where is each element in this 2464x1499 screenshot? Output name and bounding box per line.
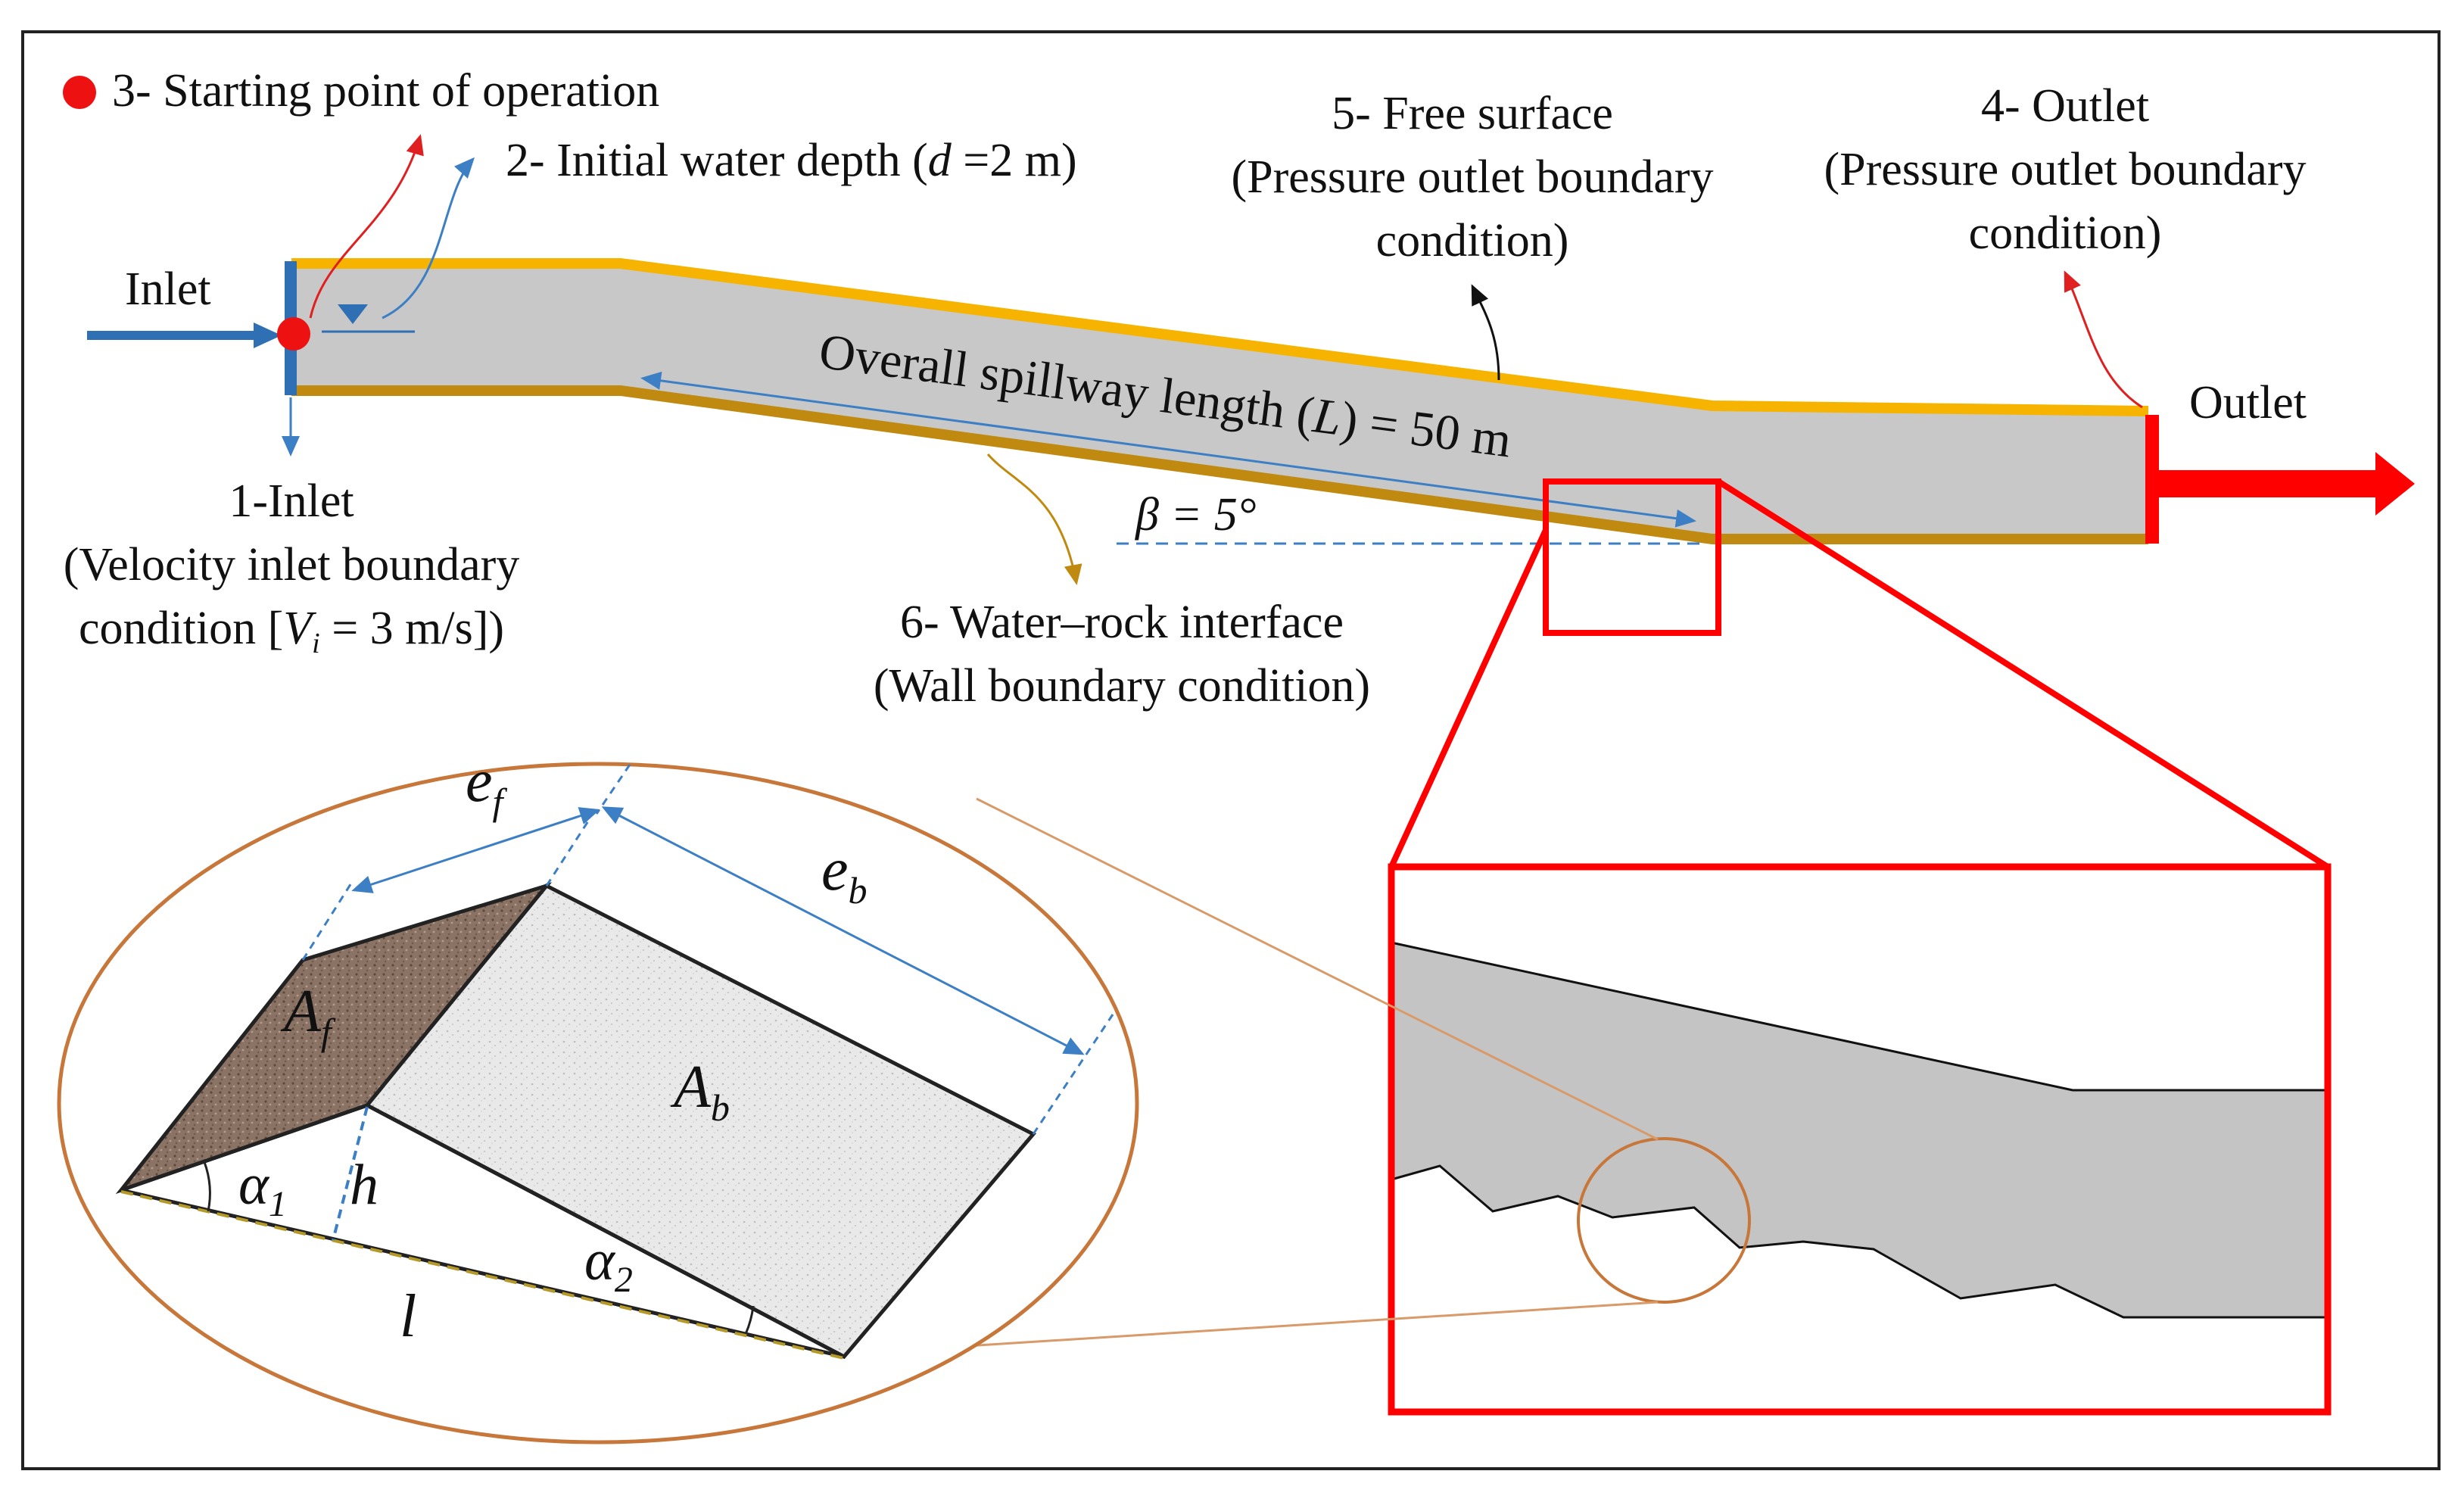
zoomed-roughness-circle [1577, 1137, 1751, 1304]
outlet-title: 4- Outlet [1981, 80, 2149, 132]
free-surface-line2: condition) [1376, 215, 1569, 266]
inlet-left-label: Inlet [125, 263, 211, 315]
free-surface-line1: (Pressure outlet boundary [1231, 151, 1713, 203]
base-line [120, 1190, 845, 1360]
starting-point-label: 3- Starting point of operation [112, 65, 659, 117]
initial-depth-label: 2- Initial water depth (d =2 m) [506, 135, 1077, 186]
inlet-title: 1-Inlet [229, 475, 354, 527]
alpha2-label: α2 [584, 1229, 633, 1300]
alpha2-arc [744, 1305, 755, 1335]
free-surface-line [291, 258, 2149, 416]
roughness-element [115, 764, 1114, 1360]
figure-border [21, 30, 2441, 1470]
alpha1-label: α1 [238, 1153, 287, 1224]
alpha1-arc [203, 1161, 211, 1212]
ef-label: ef [466, 748, 508, 823]
height-line [332, 1106, 369, 1241]
length-dimension-arrow [640, 371, 1696, 528]
eb-label: eb [821, 837, 868, 912]
interface-title: 6- Water–rock interface [900, 597, 1344, 648]
inlet-line1: (Velocity inlet boundary [64, 539, 520, 591]
zoomed-detail [1388, 863, 2332, 1416]
interface-line1: (Wall boundary condition) [874, 660, 1370, 712]
zoom-source-box [1543, 478, 1721, 636]
zoom-line-right [1716, 478, 2330, 870]
zoom-line-left [1388, 528, 1549, 868]
starting-point-dot [277, 317, 310, 351]
h-label: h [350, 1153, 378, 1217]
detail-connector-top [976, 797, 1659, 1141]
outlet-pointer [2064, 270, 2143, 409]
ab-label: Ab [670, 1054, 730, 1129]
free-surface-title: 5- Free surface [1332, 88, 1613, 139]
detail-connector-bottom [942, 1301, 1659, 1349]
outlet-line1: (Pressure outlet boundary [1824, 144, 2306, 195]
zoomed-water [1391, 943, 2328, 1317]
outlet-arrow [2157, 452, 2415, 516]
inlet-arrow [87, 323, 282, 348]
water-depth-marker [322, 304, 415, 333]
outlet-line2: condition) [1969, 207, 2162, 259]
ef-dimension [351, 807, 600, 893]
outlet-right-label: Outlet [2189, 377, 2307, 429]
zoom-target-box [1388, 863, 2332, 1416]
legend-red-dot [63, 76, 96, 109]
interface-pointer [986, 453, 1082, 585]
beta-label: β = 5° [1135, 489, 1257, 541]
inlet-line2: condition [Vi = 3 m/s]) [79, 603, 504, 659]
l-label: l [400, 1283, 416, 1350]
af-label: Af [280, 978, 336, 1053]
depth-pointer [382, 157, 475, 319]
free-surface-pointer [1471, 284, 1500, 381]
eb-dimension [601, 806, 1085, 1055]
starting-point-pointer [309, 134, 424, 319]
